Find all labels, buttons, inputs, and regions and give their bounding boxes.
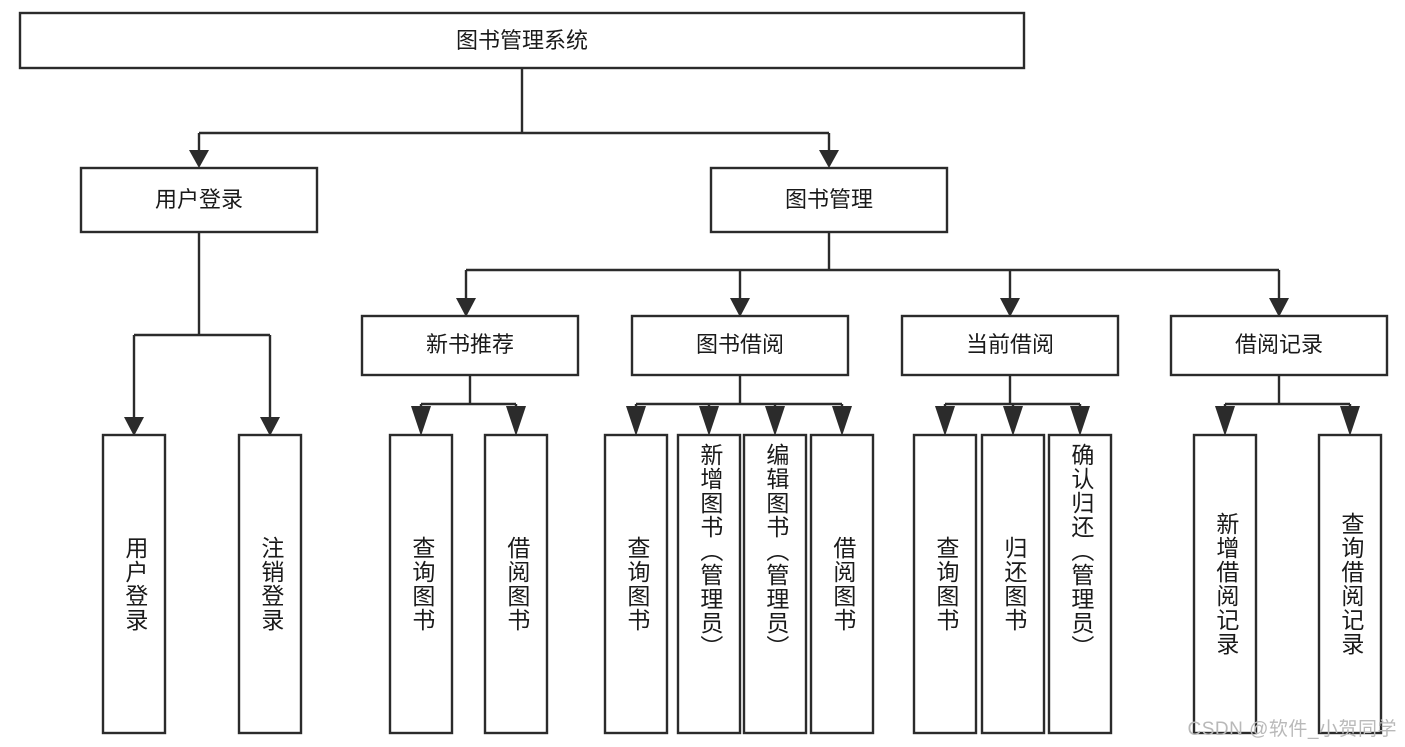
arrow-to-current-borrow — [1000, 298, 1020, 317]
leaf-box-query-book-2[interactable] — [603, 433, 669, 735]
node-box-book-borrow[interactable] — [630, 314, 850, 377]
node-box-book-management[interactable] — [709, 166, 949, 234]
watermark-text: CSDN @软件_小贺同学 — [1187, 719, 1397, 740]
leaf-box-confirm-return[interactable] — [1047, 433, 1113, 735]
leaf-box-user-login[interactable] — [101, 433, 167, 735]
arrow-to-leaf-return-book — [1003, 406, 1023, 436]
arrow-to-leaf-add-book — [699, 406, 719, 436]
leaf-box-logout-login[interactable] — [237, 433, 303, 735]
node-label-user-login: 用户登录 — [155, 187, 243, 212]
leaf-box-borrow-book-1[interactable] — [483, 433, 549, 735]
node-box-new-book-recommend[interactable] — [360, 314, 580, 377]
arrow-to-leaf-query-book-2 — [626, 406, 646, 436]
node-box-current-borrow[interactable] — [900, 314, 1120, 377]
node-label-book-borrow: 图书借阅 — [696, 332, 784, 357]
arrow-to-book-borrow — [730, 298, 750, 317]
arrow-to-leaf-query-record — [1340, 406, 1360, 436]
node-label-current-borrow: 当前借阅 — [966, 332, 1054, 357]
leaf-box-query-record[interactable] — [1317, 433, 1383, 735]
arrow-to-borrow-record — [1269, 298, 1289, 317]
arrow-to-leaf-user-login — [124, 417, 144, 436]
leaf-box-query-book-1[interactable] — [388, 433, 454, 735]
arrow-to-leaf-borrow-book-1 — [506, 406, 526, 436]
leaf-box-add-record[interactable] — [1192, 433, 1258, 735]
node-box-user-login[interactable] — [79, 166, 319, 234]
node-label-borrow-record: 借阅记录 — [1235, 332, 1323, 357]
node-label-title: 图书管理系统 — [456, 28, 588, 53]
arrow-to-book-management — [819, 150, 839, 168]
arrow-to-leaf-borrow-book-2 — [832, 406, 852, 436]
arrow-to-new-book-recommend — [456, 298, 476, 317]
arrow-to-leaf-query-book-3 — [935, 406, 955, 436]
node-box-title[interactable] — [18, 11, 1026, 70]
arrow-to-leaf-logout-login — [260, 417, 280, 436]
leaf-box-borrow-book-2[interactable] — [809, 433, 875, 735]
arrow-to-leaf-edit-book — [765, 406, 785, 436]
leaf-box-return-book[interactable] — [980, 433, 1046, 735]
arrow-to-user-login — [189, 150, 209, 168]
arrow-to-leaf-add-record — [1215, 406, 1235, 436]
node-box-borrow-record[interactable] — [1169, 314, 1389, 377]
leaf-box-edit-book[interactable] — [742, 433, 808, 735]
arrow-to-leaf-confirm-return — [1070, 406, 1090, 436]
node-label-book-management: 图书管理 — [785, 187, 873, 212]
node-label-new-book-recommend: 新书推荐 — [426, 332, 514, 357]
leaf-box-query-book-3[interactable] — [912, 433, 978, 735]
leaf-box-add-book[interactable] — [676, 433, 742, 735]
arrow-to-leaf-query-book-1 — [411, 406, 431, 436]
